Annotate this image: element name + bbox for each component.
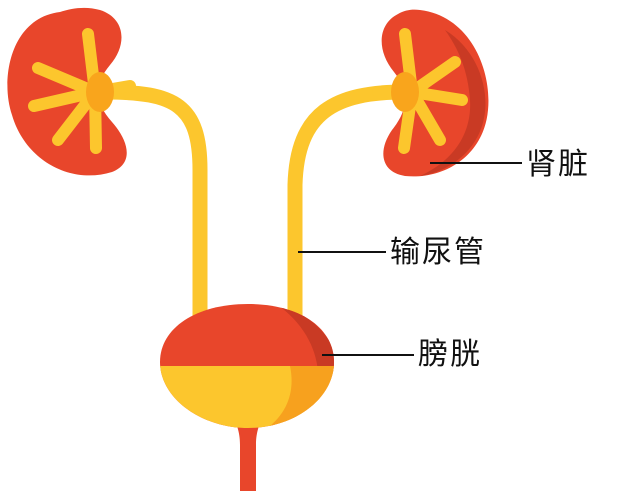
right-kidney <box>372 9 489 177</box>
left-ureter <box>97 84 208 328</box>
bladder-label: 膀胱 <box>418 337 482 372</box>
left-kidney <box>7 7 136 176</box>
right-ureter <box>287 84 413 328</box>
bladder-wall-shadow <box>270 304 334 372</box>
right-kidney-hilum <box>391 72 419 112</box>
left-kidney-pelvis <box>28 28 136 154</box>
kidney-label: 肾脏 <box>526 147 590 182</box>
bladder <box>160 304 334 428</box>
ureter-label: 输尿管 <box>390 235 486 270</box>
left-kidney-hilum <box>86 72 114 112</box>
urethra <box>232 410 264 491</box>
right-kidney-shadow <box>420 30 486 176</box>
